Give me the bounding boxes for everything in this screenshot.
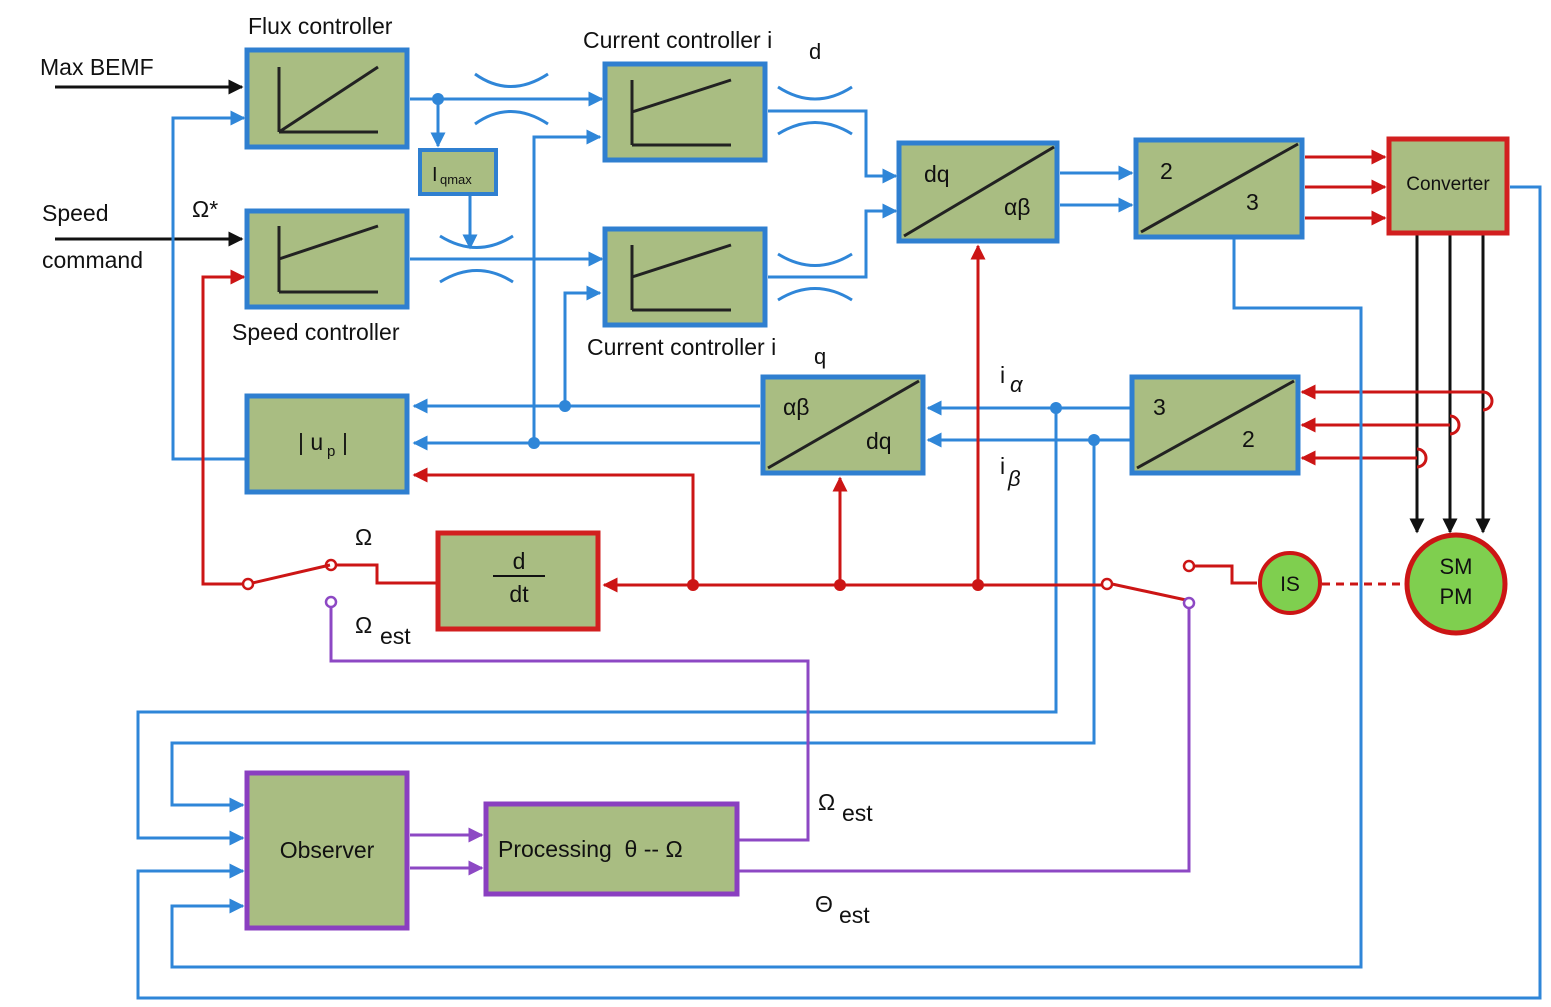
motor-block: SM PM (1404, 532, 1508, 636)
derivative-block: d dt (435, 530, 601, 632)
dq-to-alphabeta-block: dq αβ (896, 140, 1060, 244)
two-three-bottom-label: 3 (1246, 189, 1259, 215)
limiter-iq-out (777, 252, 853, 302)
current-controller-d-subscript: d (809, 39, 821, 64)
ddt-denominator: dt (509, 581, 529, 607)
limiter-id-out (777, 85, 853, 136)
current-controller-q-subscript: q (814, 344, 826, 369)
position-sensor-block: IS (1258, 551, 1322, 615)
up-subscript: p (327, 443, 335, 460)
switch-contact-theta-est (1182, 596, 1196, 610)
theta-est-wire (739, 608, 1191, 873)
converter-block: Converter (1386, 136, 1510, 236)
ab-dq-bottom-label: dq (866, 428, 892, 454)
three-to-two-block: 3 2 (1129, 374, 1301, 476)
iqmax-label: I (432, 164, 438, 186)
motor-sm-label: SM (1440, 554, 1473, 579)
speed-controller-label: Speed controller (232, 319, 400, 345)
switch-contact-is (1182, 559, 1196, 573)
observer-block: Observer (244, 770, 410, 931)
is-to-switch-wire (1194, 564, 1257, 585)
id-out-wire (768, 109, 898, 184)
current-controller-d-label: Current controller i (583, 27, 772, 53)
omega-est-wire (329, 607, 810, 842)
up-left-label: | u (298, 429, 323, 455)
up-to-flux-wire (171, 110, 248, 461)
switch-pivot-theta (1100, 577, 1114, 591)
i-beta-subscript: β (1007, 466, 1021, 491)
omega-label: Ω (355, 524, 372, 550)
converter-to-observer-wire (136, 185, 1542, 1000)
processing-label: Processing θ -- Ω (498, 836, 683, 862)
speed-switch-blade (247, 563, 331, 586)
iqmax-block: I qmax (418, 148, 498, 196)
meas-current-3-wire (1416, 447, 1428, 469)
theta-switch-blade (1111, 582, 1187, 602)
ab-dq-top-label: αβ (783, 394, 810, 420)
flux-controller-label: Flux controller (248, 13, 393, 39)
i-alpha-to-observer-wire (136, 408, 1058, 846)
speed-label: Speed (42, 200, 109, 226)
flux-controller-block (244, 47, 410, 150)
is-label: IS (1280, 573, 1300, 596)
up-right-label: | (342, 429, 348, 455)
i-beta-label: i (1000, 453, 1005, 479)
theta-est-label: Θ (815, 891, 833, 917)
current-controller-q-label: Current controller i (587, 334, 776, 360)
omega-est-2-label: Ω (818, 789, 835, 815)
two-three-top-label: 2 (1160, 158, 1173, 184)
back-emf-magnitude-block: | u p | (244, 393, 410, 495)
omega-est-1-subscript: est (380, 623, 411, 649)
three-two-top-label: 3 (1153, 394, 1166, 420)
two-to-three-block: 2 3 (1133, 137, 1305, 240)
current-controller-q-block (602, 226, 768, 328)
theta-to-up-wire (412, 467, 695, 585)
current-controller-d-block (602, 61, 768, 163)
i-alpha-subscript: α (1010, 372, 1024, 397)
observer-label: Observer (280, 837, 375, 863)
i-beta-to-observer-wire (170, 440, 1096, 813)
ref-to-observer-wire (170, 237, 1363, 969)
dq-ab-top-label: dq (924, 161, 950, 187)
id-feedback-to-cc-d-wire (532, 129, 602, 443)
i-alpha-label: i (1000, 362, 1005, 388)
meas-current-1-wire (1482, 390, 1494, 412)
theta-est-subscript: est (839, 902, 870, 928)
iq-feedback-to-cc-q-wire (563, 285, 602, 406)
ddt-numerator: d (513, 548, 526, 574)
limiter-d (474, 72, 549, 126)
alphabeta-to-dq-block: αβ dq (760, 374, 926, 476)
dq-ab-bottom-label: αβ (1004, 194, 1031, 220)
converter-label: Converter (1406, 174, 1490, 195)
switch-pivot-speed (241, 577, 255, 591)
iq-out-wire (768, 203, 898, 279)
max-bemf-label: Max BEMF (40, 54, 154, 80)
labels: Flux controller Current controller i d S… (40, 13, 1024, 928)
processing-block: Processing θ -- Ω (483, 801, 740, 897)
wires (55, 79, 1542, 1000)
omega-star-label: Ω* (192, 196, 218, 222)
omega-est-1-label: Ω (355, 612, 372, 638)
command-label: command (42, 247, 143, 273)
speed-controller-block (244, 208, 410, 310)
switch-contact-omega-est (324, 595, 338, 609)
omega-est-2-subscript: est (842, 800, 873, 826)
iqmax-subscript: qmax (440, 172, 472, 187)
speed-feedback-wire (201, 269, 246, 586)
ddt-out-wire (336, 563, 437, 585)
meas-current-2-wire (1449, 414, 1461, 436)
limiter-q (439, 234, 514, 284)
motor-pm-label: PM (1440, 584, 1473, 609)
limiter-symbols (439, 72, 853, 302)
three-two-bottom-label: 2 (1242, 426, 1255, 452)
